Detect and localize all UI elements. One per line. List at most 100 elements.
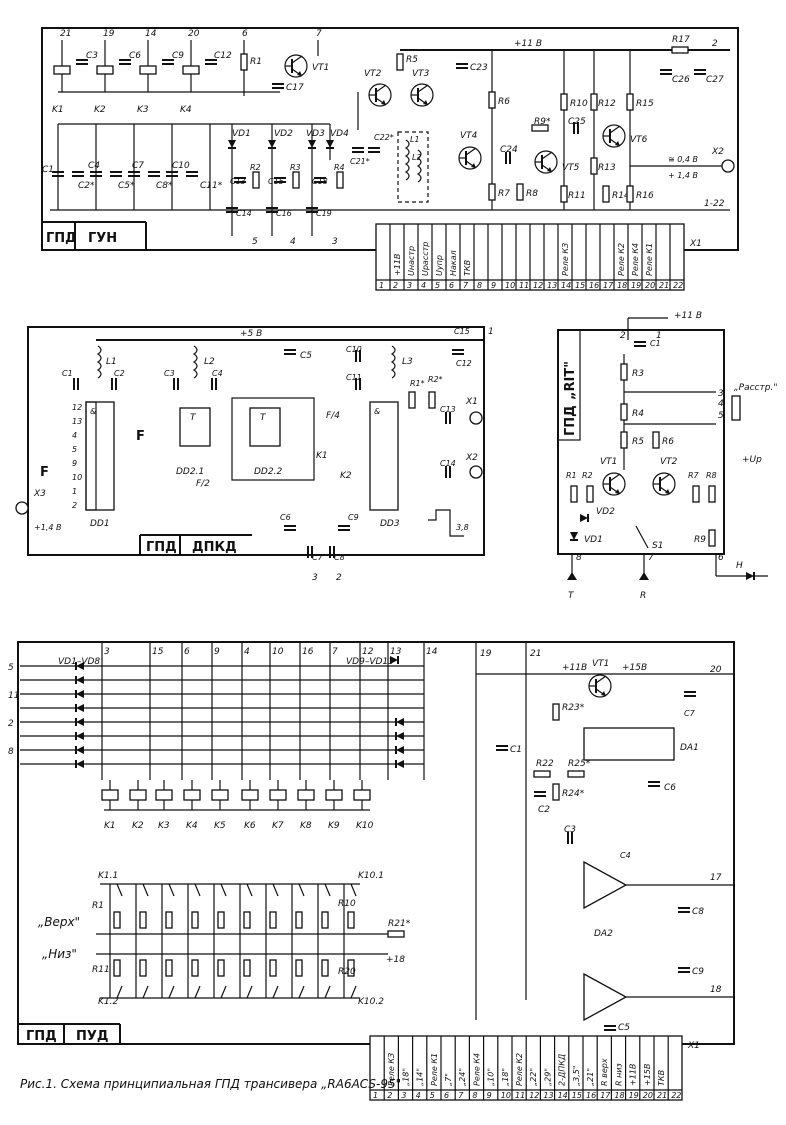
gun-conn-num: 4 xyxy=(421,281,426,290)
gun-pin-5: 5 xyxy=(252,237,258,247)
pud-matrix-diode-b xyxy=(395,717,405,727)
rit-r: R xyxy=(640,591,646,601)
pud-conn-num: 8 xyxy=(472,1091,477,1100)
dpkd-c15: C15 xyxy=(454,327,470,336)
pud-matrix-diode-b xyxy=(395,745,405,755)
gun-conn-num: 2 xyxy=(393,281,398,290)
pud-matrix-diode xyxy=(75,731,85,741)
gun-c9: C9 xyxy=(172,51,184,61)
pud-pin-8: 8 xyxy=(8,747,14,757)
pud-c5: C5 xyxy=(618,1023,630,1033)
pud-conn-name: „29" xyxy=(543,1068,552,1086)
panel-rit: ГПД „RIT" +11 В C1 R3 R4 R5 R6 „Расстр."… xyxy=(557,311,777,601)
pud-relay-label: K10 xyxy=(356,821,374,831)
pud-conn-name: „3,5" xyxy=(572,1065,581,1086)
dd1-pin-13: 13 xyxy=(72,417,82,426)
pud-relay-coil xyxy=(211,789,229,801)
gun-output-x2 xyxy=(721,159,735,173)
rit-vd2: VD2 xyxy=(596,507,615,517)
pud-ladder-res-bot xyxy=(113,959,121,977)
gun-c2: C2* xyxy=(78,181,95,191)
dpkd-k1: K1 xyxy=(316,451,328,461)
gun-vd4: VD4 xyxy=(330,129,349,139)
rit-title-b: „RIT" xyxy=(563,361,578,400)
pud-da2: DA2 xyxy=(594,929,613,939)
gun-c7: C7 xyxy=(132,161,144,171)
gun-r11: R11 xyxy=(568,191,586,201)
gun-c3: C3 xyxy=(86,51,98,61)
pud-conn-num: 4 xyxy=(416,1091,421,1100)
rit-r2: R2 xyxy=(582,471,593,480)
pud-r21: R21* xyxy=(388,919,411,929)
gun-pin-7: 7 xyxy=(316,29,322,39)
pud-supply-a: +11В xyxy=(562,663,587,673)
pud-ladder-res-bot xyxy=(191,959,199,977)
pud-resistor-ladder xyxy=(96,883,388,999)
pud-relay-label: K1 xyxy=(104,821,116,831)
dpkd-k2: K2 xyxy=(340,471,352,481)
dpkd-r2: R2* xyxy=(428,375,443,384)
rit-pin-1: 1 xyxy=(656,331,662,341)
pud-da2-body xyxy=(583,860,628,910)
pud-vd-group-b: VD9–VD13 xyxy=(346,657,394,667)
pud-r24: R24* xyxy=(562,789,585,799)
gun-r10: R10 xyxy=(570,99,588,109)
gun-c16: C16 xyxy=(276,209,292,218)
pud-conn-num: 10 xyxy=(501,1091,511,1100)
dd1-pin-9: 9 xyxy=(72,459,77,468)
pud-top-pin: 16 xyxy=(302,647,314,657)
gun-vt5: VT5 xyxy=(562,163,580,173)
gun-conn-num: 21 xyxy=(659,281,669,290)
gun-pin-6: 6 xyxy=(242,29,248,39)
rit-r9: R9 xyxy=(694,535,706,545)
gun-k2: K2 xyxy=(94,105,106,115)
gun-c1: C1 xyxy=(42,165,54,175)
dpkd-l2: L2 xyxy=(204,357,215,367)
pud-c3: C3 xyxy=(564,825,576,835)
rit-pin-6: 6 xyxy=(718,553,724,563)
dpkd-flag-f1: F xyxy=(136,429,145,444)
gun-x1-label: X1 xyxy=(689,239,702,249)
pud-conn-num: 12 xyxy=(529,1091,539,1100)
gun-tuning-caps: C1 C2* C4 C5* C7 C8* C10 C11* xyxy=(42,123,330,210)
figure-caption: Рис.1. Схема принципиальная ГПД трансиве… xyxy=(20,1077,401,1091)
pud-c7: C7 xyxy=(684,709,696,718)
pud-relay-coil xyxy=(129,789,147,801)
pud-down-label: „Низ" xyxy=(42,947,77,961)
gun-k4: K4 xyxy=(180,105,192,115)
gun-vt2: VT2 xyxy=(364,69,382,79)
pud-ladder-res-bot xyxy=(269,959,277,977)
pud-k101: K10.1 xyxy=(358,871,384,881)
rit-r3: R3 xyxy=(632,369,644,379)
gun-vt4: VT4 xyxy=(460,131,478,141)
rit-r1: R1 xyxy=(566,471,577,480)
pud-relay-coil xyxy=(297,789,315,801)
pud-conn-name: Реле КЗ xyxy=(387,1053,396,1086)
gun-c18: C18 xyxy=(312,177,328,186)
pud-pin-2: 2 xyxy=(8,719,14,729)
pud-conn-name: „24" xyxy=(458,1068,467,1086)
dpkd-c4: C4 xyxy=(212,369,223,378)
pud-relay-label: K3 xyxy=(158,821,170,831)
rit-vt1: VT1 xyxy=(600,457,617,467)
pud-top-pin: 12 xyxy=(362,647,374,657)
pud-conn-num: 22 xyxy=(671,1091,681,1100)
pud-pin-11: 11 xyxy=(8,691,19,701)
pud-vd-group-a: VD1–VD8 xyxy=(58,657,100,667)
gun-vd3: VD3 xyxy=(306,129,325,139)
dpkd-flag-f2b: F/2 xyxy=(196,479,210,489)
pud-k102: K10.2 xyxy=(358,997,384,1007)
pud-pin-19: 19 xyxy=(480,649,492,659)
pud-top-pin: 3 xyxy=(104,647,110,657)
dpkd-input-level: +1,4 В xyxy=(34,523,61,532)
gun-r5: R5 xyxy=(406,55,418,65)
dpkd-x2: X2 xyxy=(465,453,478,463)
rit-title-a: ГПД xyxy=(563,405,578,436)
dpkd-pin-1: 1 xyxy=(488,327,494,337)
pud-relay-coil xyxy=(269,789,287,801)
gun-x2-label: X2 xyxy=(711,147,724,157)
